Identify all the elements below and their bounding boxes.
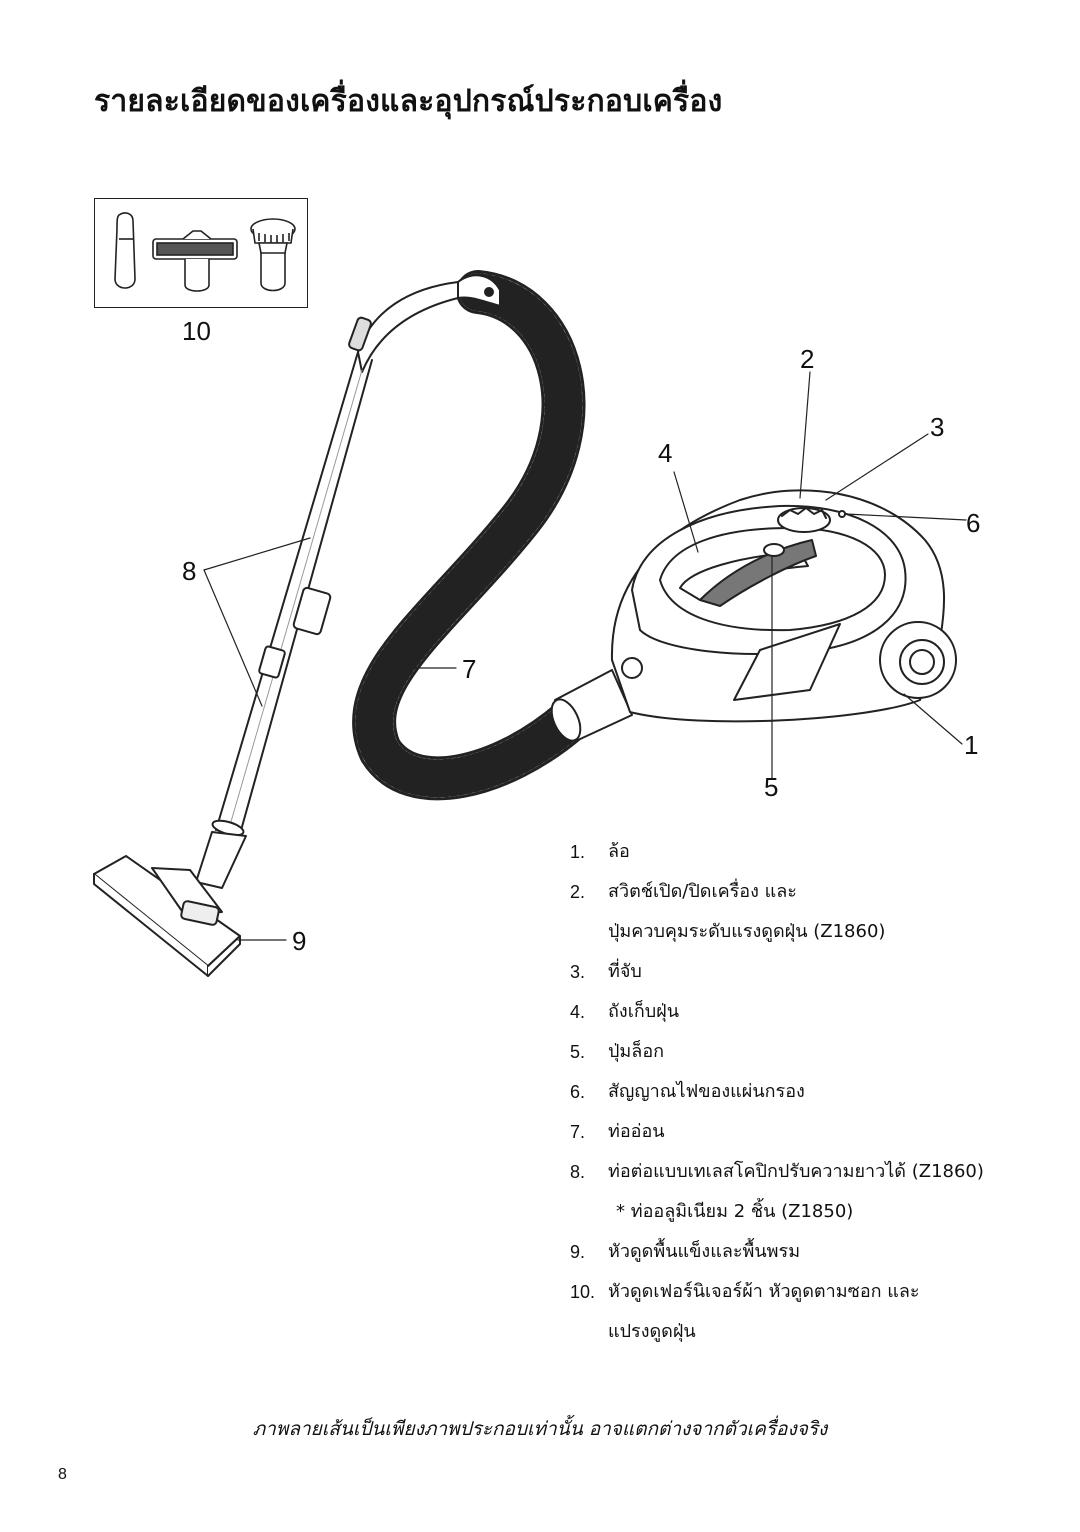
list-item: 1. ล้อ <box>570 841 1050 863</box>
item-text: ถังเก็บฝุ่น <box>608 1001 680 1022</box>
callout-2: 2 <box>800 344 815 374</box>
list-item: 2. สวิตช์เปิด/ปิดเครื่อง และ ปุ่มควบคุมร… <box>570 882 1050 942</box>
accessories-drawing <box>114 212 296 292</box>
item-number: 6. <box>570 1082 586 1102</box>
handle-tube-drawing <box>211 274 501 837</box>
upholstery-nozzle-icon <box>152 230 238 292</box>
list-item: 8. ท่อต่อแบบเทเลสโคปิกปรับความยาวได้ (Z1… <box>570 1162 1050 1222</box>
dusting-brush-icon <box>250 218 296 292</box>
item-note: * ท่ออลูมิเนียม 2 ชิ้น (Z1850) <box>616 1201 854 1222</box>
list-item: 6. สัญญาณไฟของแผ่นกรอง <box>570 1081 1050 1103</box>
list-item: 4. ถังเก็บฝุ่น <box>570 1001 1050 1023</box>
callout-8: 8 <box>182 556 197 586</box>
item-text: สวิตช์เปิด/ปิดเครื่อง และ <box>608 881 797 902</box>
parts-list: 1. ล้อ 2. สวิตช์เปิด/ปิดเครื่อง และ ปุ่ม… <box>570 842 1050 1362</box>
item-text: หัวดูดพื้นแข็งและพื้นพรม <box>608 1241 801 1262</box>
hose-connector-drawing <box>550 669 633 742</box>
item-number: 3. <box>570 962 586 982</box>
item-number: 10. <box>570 1282 596 1302</box>
callout-1: 1 <box>964 730 979 760</box>
item-note: แปรงดูดฝุ่น <box>608 1321 696 1342</box>
floor-nozzle-drawing <box>93 831 247 977</box>
callout-3: 3 <box>930 412 945 442</box>
callout-leader-lines <box>203 371 967 941</box>
list-item: 10. หัวดูดเฟอร์นิเจอร์ผ้า หัวดูดตามซอก แ… <box>570 1282 1050 1342</box>
page-number: 8 <box>58 1466 67 1483</box>
callout-4: 4 <box>658 438 673 468</box>
item-number: 1. <box>570 842 586 862</box>
callout-5: 5 <box>764 772 779 802</box>
callout-7: 7 <box>462 654 477 684</box>
list-item: 7. ท่ออ่อน <box>570 1121 1050 1143</box>
item-text: ล้อ <box>608 841 630 862</box>
item-number: 2. <box>570 882 586 902</box>
item-number: 5. <box>570 1042 586 1062</box>
callout-9: 9 <box>292 926 307 956</box>
item-text: สัญญาณไฟของแผ่นกรอง <box>608 1081 805 1102</box>
list-item: 9. หัวดูดพื้นแข็งและพื้นพรม <box>570 1241 1050 1263</box>
item-text: หัวดูดเฟอร์นิเจอร์ผ้า หัวดูดตามซอก และ <box>608 1281 920 1302</box>
crevice-tool-icon <box>114 212 136 289</box>
list-item: 5. ปุ่มล็อก <box>570 1041 1050 1063</box>
list-item: 3. ที่จับ <box>570 961 1050 983</box>
callout-6: 6 <box>966 508 981 538</box>
item-text: ปุ่มล็อก <box>608 1041 665 1062</box>
item-number: 9. <box>570 1242 586 1262</box>
item-text: ท่ออ่อน <box>608 1121 665 1142</box>
item-number: 8. <box>570 1162 586 1182</box>
accessories-inset <box>94 198 308 308</box>
item-number: 7. <box>570 1122 586 1142</box>
vacuum-cleaner-illustration <box>93 270 967 977</box>
item-number: 4. <box>570 1002 586 1022</box>
illustration-disclaimer: ภาพลายเส้นเป็นเพียงภาพประกอบเท่านั้น อาจ… <box>252 1418 828 1440</box>
callout-10: 10 <box>182 316 211 346</box>
item-note: ปุ่มควบคุมระดับแรงดูดฝุ่น (Z1860) <box>608 921 886 942</box>
hose-drawing <box>352 270 592 801</box>
item-text: ท่อต่อแบบเทเลสโคปิกปรับความยาวได้ (Z1860… <box>608 1161 984 1182</box>
item-text: ที่จับ <box>608 961 642 982</box>
page-title: รายละเอียดของเครื่องและอุปกรณ์ประกอบเครื… <box>94 84 723 119</box>
canister-body-drawing <box>610 489 957 723</box>
